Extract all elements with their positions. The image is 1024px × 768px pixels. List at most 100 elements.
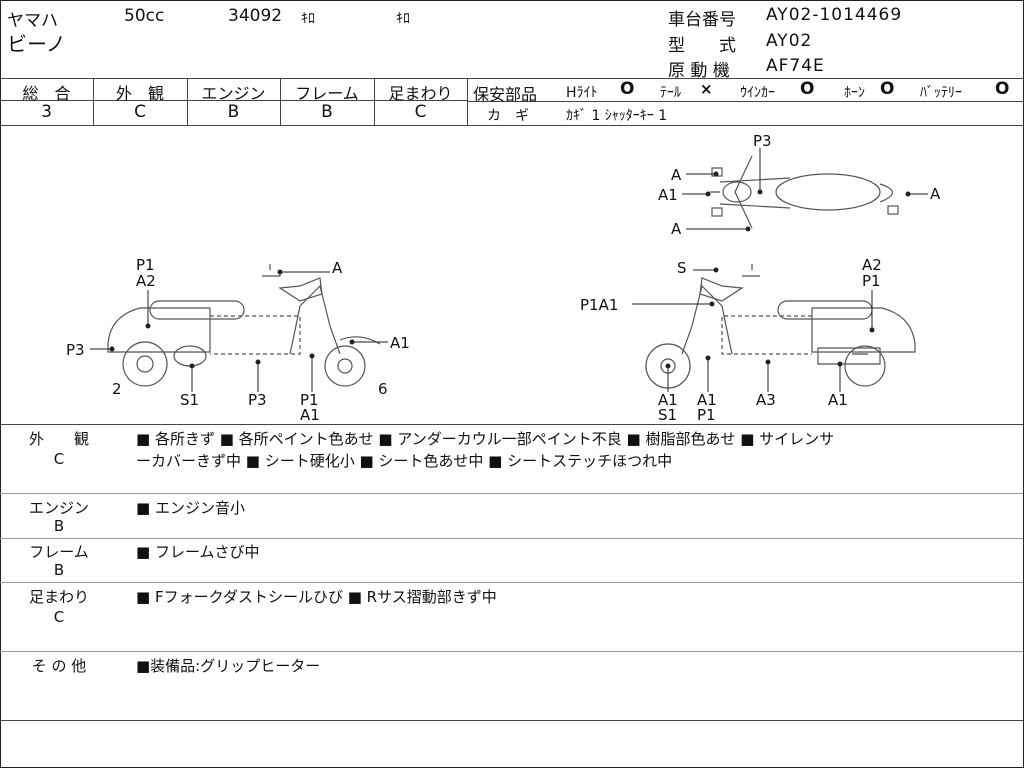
overall-grade: 3 (41, 102, 52, 122)
diag-label: A1 (390, 334, 410, 352)
top-handlebar (710, 155, 753, 229)
remark-grade-engine: B (53, 517, 65, 535)
battery-label: ﾊﾞｯﾃﾘｰ (920, 85, 962, 101)
diag-label: A2 (862, 256, 882, 274)
diag-label: A1 (828, 391, 848, 409)
divider (280, 78, 281, 125)
type-label: 型 式 (668, 36, 736, 56)
right-handlebar (699, 277, 744, 302)
mileage-unit: ｷﾛ (301, 11, 315, 27)
exterior-grade: C (134, 102, 146, 122)
diag-label: S (677, 259, 687, 277)
left-muffler (173, 345, 207, 367)
divider (0, 651, 1023, 652)
diag-label: 6 (378, 380, 388, 398)
remark-label-engine: エンジン (28, 499, 89, 517)
divider (93, 78, 94, 125)
left-rear-body (107, 307, 211, 353)
diag-label: P1A1 (580, 296, 619, 314)
diag-label: A (671, 166, 682, 184)
model-name: ビーノ (7, 32, 66, 56)
diag-label: P1 (300, 391, 319, 409)
safety-title: 保安部品 (473, 85, 538, 104)
top-headlight (722, 181, 752, 203)
left-front-hub (337, 358, 353, 374)
diag-label: A1 (658, 186, 678, 204)
divider (374, 78, 375, 125)
exterior-label: 外 観 (115, 84, 164, 103)
divider (0, 538, 1023, 539)
headlight-mark: O (620, 79, 635, 99)
maker: ヤマハ (7, 11, 58, 31)
battery-mark: O (995, 79, 1010, 99)
remark-text: ■ Fフォークダストシールひび ■ Rサス摺動部きず中 (136, 588, 497, 606)
damage-diagram (90, 148, 928, 392)
top-body (719, 177, 894, 209)
frame-rating-label: フレーム (295, 84, 359, 103)
diag-label: P1 (136, 256, 155, 274)
divider (0, 582, 1023, 583)
left-seat (149, 300, 245, 320)
remark-text: ■ エンジン音小 (136, 499, 245, 517)
tail-label: ﾃｰﾙ (660, 85, 681, 101)
remark-text: ーカバーきず中 ■ シート硬化小 ■ シート色あせ中 ■ シートステッチほつれ中 (136, 452, 673, 470)
diag-label: A1 (658, 391, 678, 409)
diag-label: A1 (697, 391, 717, 409)
diag-label: A (930, 185, 941, 203)
diag-label: A1 (300, 406, 320, 424)
diag-label: P3 (753, 132, 772, 150)
horn-label: ﾎｰﾝ (844, 85, 865, 101)
top-seat (775, 173, 881, 211)
engine-grade: B (227, 102, 240, 122)
diag-label: P1 (862, 272, 881, 290)
remark-text: ■ 各所きず ■ 各所ペイント色あせ ■ アンダーカウル一部ペイント不良 ■ 樹… (136, 430, 835, 448)
divider (0, 424, 1023, 425)
suspension-grade: C (414, 102, 427, 122)
right-front-panel (681, 284, 733, 355)
divider (467, 101, 1023, 102)
left-front-panel (289, 284, 341, 355)
left-handlebar (278, 277, 323, 302)
divider (0, 78, 1023, 79)
divider (0, 720, 1023, 721)
mileage: 34092 (228, 6, 283, 26)
right-seat (777, 300, 873, 320)
winker-label: ｳｲﾝｶｰ (740, 85, 775, 101)
engine-label: 原 動 機 (668, 61, 730, 81)
right-muffler (817, 347, 881, 365)
key-label: カ ギ (487, 108, 529, 124)
left-rear-hub (136, 355, 154, 373)
remark-label-frame: フレーム (29, 543, 89, 561)
diag-label: A (671, 220, 682, 238)
right-mirror (742, 264, 760, 277)
displacement: 50cc (124, 6, 165, 26)
left-front-fender (339, 336, 381, 345)
tail-mark: × (700, 80, 713, 98)
diag-label: A3 (756, 391, 776, 409)
remark-grade-frame: B (53, 561, 65, 579)
remark-label-exterior: 外 観 (28, 430, 89, 448)
diag-label: P3 (248, 391, 267, 409)
right-rear-wheel (844, 345, 886, 387)
top-tail (887, 205, 899, 215)
diag-label: A2 (136, 272, 156, 290)
diag-label: 2 (112, 380, 122, 398)
key-value: ｶｷﾞ 1 ｼｬｯﾀｰｷｰ 1 (566, 108, 668, 124)
remark-label-suspension: 足まわり (28, 588, 89, 606)
remark-grade-suspension: C (53, 608, 65, 626)
diag-label: S1 (180, 391, 200, 409)
headlight-label: Hﾗｲﾄ (566, 85, 598, 101)
left-front-wheel (324, 345, 366, 387)
diag-label: S1 (658, 406, 678, 424)
frame-grade: B (321, 102, 333, 122)
frame-no: AY02-1014469 (766, 5, 903, 25)
right-floor (721, 315, 812, 355)
remark-text: ■ フレームさび中 (136, 543, 260, 561)
divider (0, 125, 1023, 126)
remark-text: ■装備品:グリップヒーター (136, 657, 321, 675)
diag-label: A (332, 259, 343, 277)
left-rear-wheel (122, 341, 168, 387)
diag-label: P1 (697, 406, 716, 424)
suspension-rating-label: 足まわり (388, 84, 453, 103)
left-mirror (262, 264, 281, 277)
